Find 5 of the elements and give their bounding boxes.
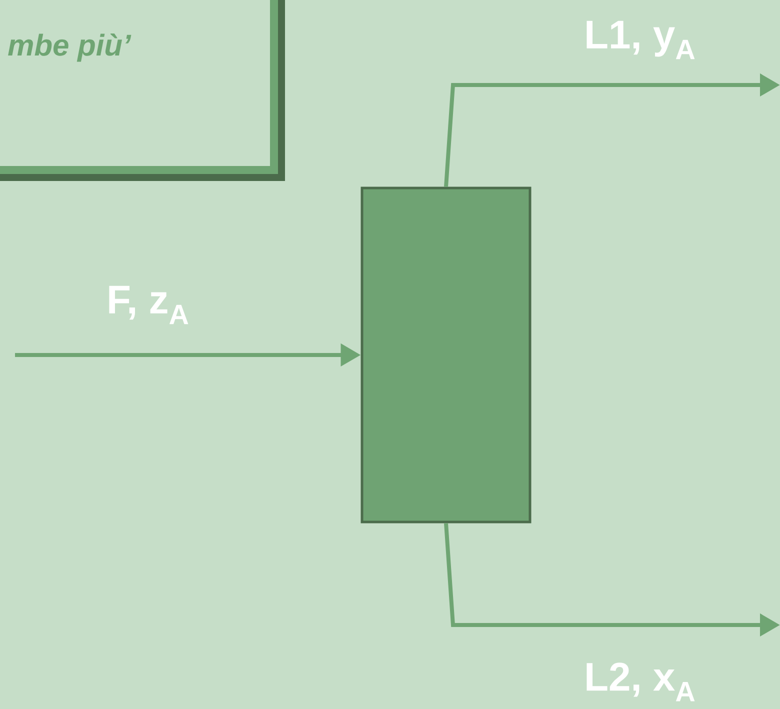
stream-label: L1, y$_{A}$: [586, 20, 695, 60]
text-box: mbe più’: [0, 0, 285, 181]
stream-label: F, z$_{A}$: [109, 286, 188, 324]
stream-label: L2, x$_{A}$: [586, 662, 695, 702]
unit-box: [360, 186, 532, 524]
